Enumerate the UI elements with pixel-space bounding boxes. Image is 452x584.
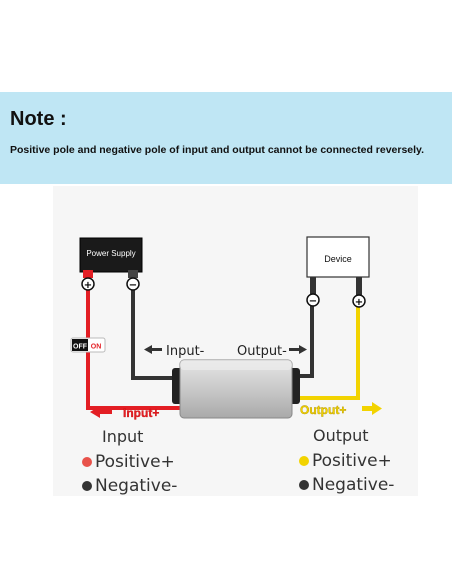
output-plus-arrow xyxy=(362,402,382,415)
output-legend-negative: Negative- xyxy=(299,473,394,497)
note-title: Note : xyxy=(10,108,67,130)
device-negative-symbol: − xyxy=(306,293,320,307)
svg-text:−: − xyxy=(309,296,317,307)
device-positive-symbol: + xyxy=(352,294,366,308)
output-negative-text: Negative- xyxy=(312,475,395,495)
svg-text:+: + xyxy=(355,297,363,308)
input-positive-wire xyxy=(86,290,186,410)
input-legend-positive: Positive+ xyxy=(82,450,177,474)
output-plus-label: Output+ xyxy=(300,403,346,417)
yellow-dot-icon xyxy=(299,456,309,466)
output-minus-arrow xyxy=(289,345,307,354)
black-dot-icon xyxy=(82,481,92,491)
device: Device xyxy=(306,236,370,295)
power-supply: Power Supply xyxy=(79,237,143,278)
switch-off-label: OFF xyxy=(73,344,88,351)
device-label: Device xyxy=(324,254,352,264)
input-plus-label: Input+ xyxy=(123,406,159,420)
input-minus-label: Input- xyxy=(166,344,205,359)
note-banner: Note : Positive pole and negative pole o… xyxy=(0,92,452,184)
input-legend-negative: Negative- xyxy=(82,474,177,498)
input-negative-text: Negative- xyxy=(95,476,178,496)
output-positive-text: Positive+ xyxy=(312,451,392,471)
power-negative-symbol: − xyxy=(126,277,140,291)
input-negative-wire xyxy=(131,290,186,380)
svg-text:−: − xyxy=(129,280,137,291)
converter-module xyxy=(172,359,300,419)
power-switch: OFF ON xyxy=(70,337,106,353)
output-positive-wire xyxy=(290,304,360,400)
black-dot-icon xyxy=(299,480,309,490)
power-supply-label: Power Supply xyxy=(86,249,135,258)
input-positive-text: Positive+ xyxy=(95,452,175,472)
output-legend: Output Positive+ Negative- xyxy=(299,426,394,497)
switch-on-label: ON xyxy=(91,344,102,351)
output-legend-positive: Positive+ xyxy=(299,449,394,473)
input-legend-heading: Input xyxy=(102,427,144,446)
output-legend-heading: Output xyxy=(313,426,369,445)
svg-text:+: + xyxy=(84,280,92,291)
output-negative-wire xyxy=(290,302,314,378)
power-positive-symbol: + xyxy=(81,277,95,291)
note-message: Positive pole and negative pole of input… xyxy=(10,144,425,156)
input-minus-arrow xyxy=(144,345,162,354)
output-minus-label: Output- xyxy=(237,344,287,359)
power-supply-negative-terminal xyxy=(128,270,138,278)
input-plus-arrow xyxy=(90,406,112,418)
red-dot-icon xyxy=(82,457,92,467)
power-supply-positive-terminal xyxy=(83,270,93,278)
input-legend: Input Positive+ Negative- xyxy=(82,427,177,498)
